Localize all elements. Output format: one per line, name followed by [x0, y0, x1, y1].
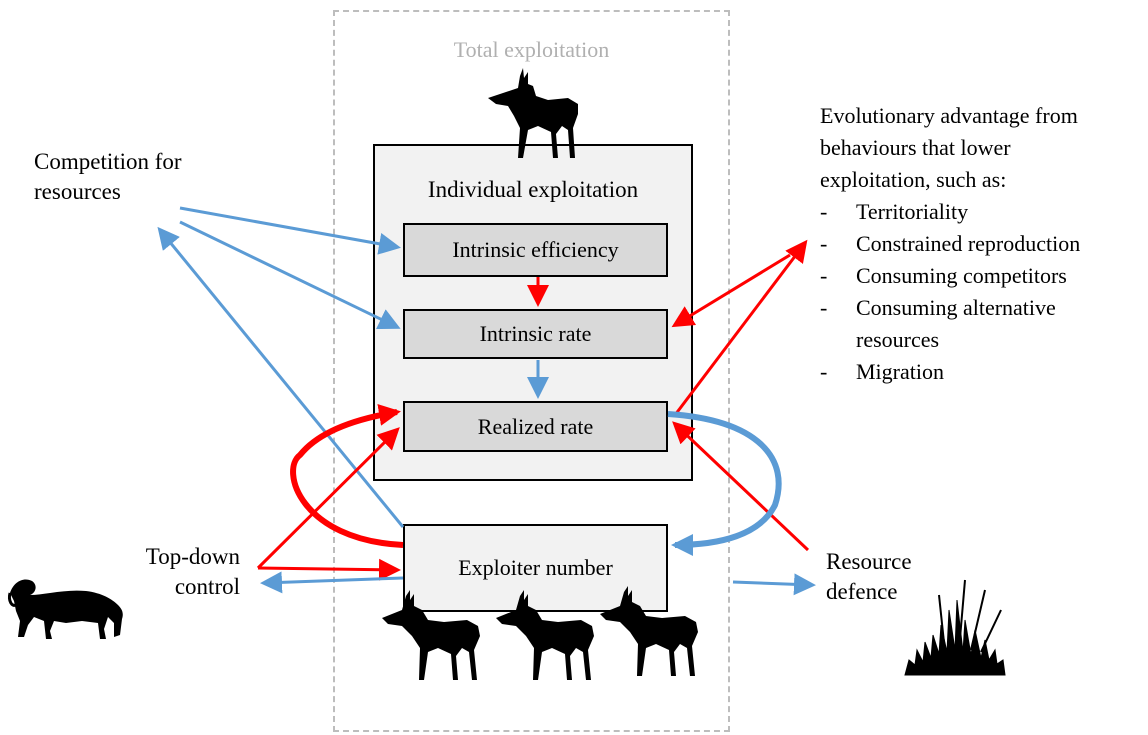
leopard-icon [8, 579, 123, 639]
exploiter-number-label: Exploiter number [458, 555, 613, 580]
advantage-list: -Territoriality -Constrained reproductio… [820, 196, 1148, 388]
antelope-icon [488, 68, 578, 158]
intrinsic-rate-label: Intrinsic rate [479, 321, 592, 346]
antelope-icon [496, 590, 594, 680]
advantage-item: -Consuming alternative resources [820, 295, 1056, 352]
antelope-icon [600, 586, 698, 676]
competition-label: Competition for resources [34, 149, 182, 204]
total-exploitation-title: Total exploitation [453, 37, 610, 62]
total-exploitation-frame [333, 10, 730, 732]
realized-rate-label: Realized rate [477, 413, 594, 439]
advantage-item: -Consuming competitors [820, 263, 1067, 288]
arrow-realized-to-advantage [673, 239, 808, 416]
arrow-exploiter-to-defence [732, 573, 816, 596]
arrow-exploiter-to-topdown [260, 571, 404, 594]
grass-icon [904, 579, 1006, 676]
arrow-competition-to-efficiency [179, 206, 401, 255]
arrow-exploiter-to-competition [157, 226, 405, 528]
arrow-exploiter-loop-red [290, 404, 404, 548]
arrow-advantage-to-intrinsic [671, 253, 791, 328]
arrow-competition-to-intrinsic [179, 220, 401, 330]
arrow-topdown-to-realized [256, 427, 400, 570]
intrinsic-efficiency-box: Intrinsic efficiency [403, 223, 668, 277]
arrow-defence-to-realized [672, 421, 810, 552]
advantage-item: -Constrained reproduction [820, 231, 1081, 256]
realized-rate-box: Realized rate [403, 401, 668, 452]
arrow-realized-loop-blue [667, 411, 782, 556]
advantage-heading: Evolutionary advantage from behaviours t… [820, 103, 1078, 192]
defence-label: Resource defence [826, 549, 912, 604]
arrow-topdown-to-exploiter [257, 558, 401, 581]
advantage-item: -Territoriality [820, 199, 969, 224]
intrinsic-efficiency-label: Intrinsic efficiency [452, 237, 619, 262]
advantage-item: -Migration [820, 359, 944, 384]
individual-exploitation-title: Individual exploitation [427, 177, 639, 202]
topdown-label: Top-down control [145, 544, 240, 599]
intrinsic-rate-box: Intrinsic rate [403, 309, 668, 359]
antelope-icon [382, 590, 480, 680]
